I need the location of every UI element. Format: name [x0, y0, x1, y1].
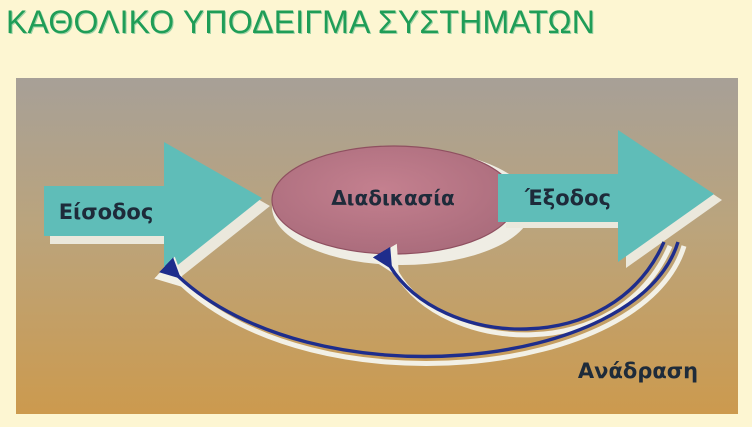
- process-label: Διαδικασία: [331, 186, 455, 210]
- output-label: Έξοδος: [524, 186, 611, 210]
- diagram-photo: Είσοδος Διαδικασία Έξοδος Ανάδραση: [16, 78, 738, 414]
- input-arrow: [44, 142, 270, 284]
- slide-title: ΚΑΘΟΛΙΚΟ ΥΠΟΔΕΙΓΜΑ ΣΥΣΤΗΜΑΤΩΝ: [6, 4, 596, 40]
- system-diagram: Είσοδος Διαδικασία Έξοδος Ανάδραση: [16, 78, 738, 414]
- output-arrow: [498, 130, 722, 268]
- feedback-to-process-arrow: [372, 241, 666, 331]
- feedback-label: Ανάδραση: [578, 359, 698, 383]
- input-label: Είσοδος: [59, 200, 154, 224]
- feedback-to-input-arrow: [159, 241, 680, 359]
- feedback-arrows: [154, 241, 687, 366]
- process-ellipse: [271, 145, 532, 265]
